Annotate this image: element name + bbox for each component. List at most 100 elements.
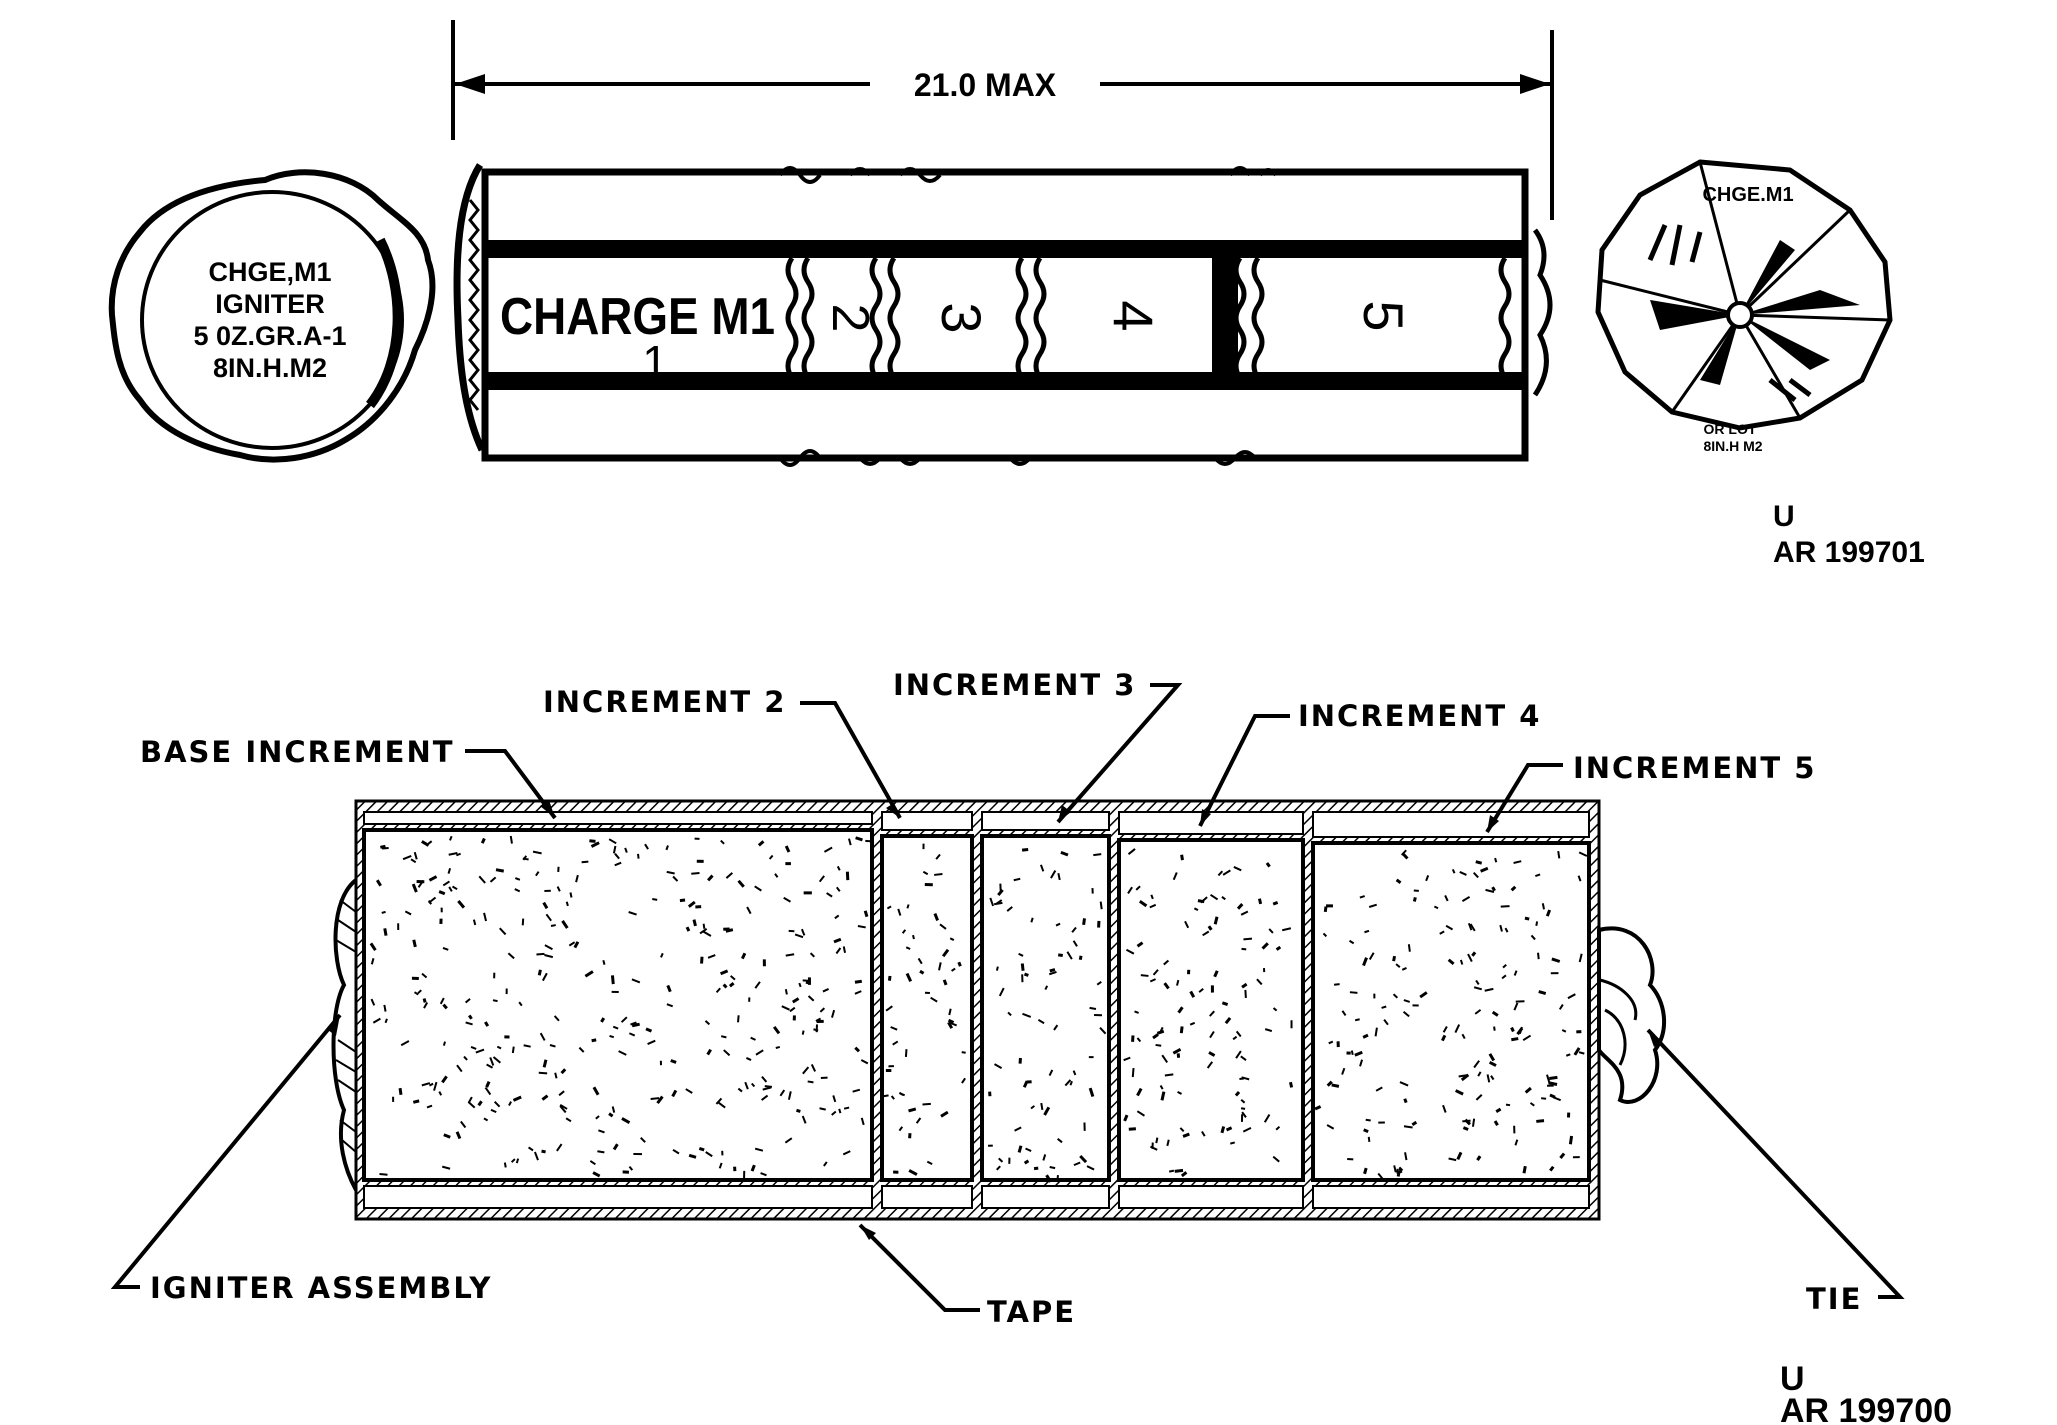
powder-grain <box>535 871 540 877</box>
powder-grain <box>898 1091 904 1096</box>
powder-grain <box>809 952 816 958</box>
powder-grain <box>441 1165 451 1170</box>
powder-grain <box>1442 1104 1447 1113</box>
powder-grain <box>755 1049 764 1056</box>
powder-grain <box>1459 871 1467 876</box>
powder-grain <box>490 1108 497 1114</box>
powder-grain <box>499 927 507 936</box>
powder-grain <box>380 844 386 849</box>
powder-grain <box>1393 1165 1397 1173</box>
powder-grain <box>1180 1171 1188 1178</box>
powder-grain <box>480 837 486 844</box>
powder-grain <box>1006 906 1013 912</box>
powder-grain <box>904 1049 908 1058</box>
powder-grain <box>404 910 412 916</box>
powder-grain <box>1232 1035 1238 1041</box>
increment-4-chamber <box>1117 838 1305 1182</box>
powder-grain <box>1066 951 1073 960</box>
powder-grains <box>369 835 1588 1183</box>
powder-grain <box>826 892 833 898</box>
powder-grain <box>1164 1073 1174 1077</box>
powder-grain <box>1326 1080 1333 1087</box>
powder-grain <box>1490 1075 1495 1081</box>
powder-grain <box>442 1003 448 1010</box>
powder-grain <box>823 1161 828 1167</box>
powder-grain <box>549 1044 556 1048</box>
powder-grain <box>1442 1025 1448 1033</box>
powder-grain <box>810 1064 817 1072</box>
powder-grain <box>1272 1007 1278 1012</box>
powder-grain <box>1549 1093 1556 1099</box>
powder-grain <box>1136 1037 1142 1043</box>
powder-grain <box>1043 1106 1051 1116</box>
powder-grain <box>400 1040 410 1047</box>
powder-grain <box>1127 848 1136 855</box>
powder-grain <box>1558 1004 1564 1010</box>
powder-grain <box>892 1040 899 1046</box>
powder-grain <box>542 901 549 910</box>
powder-grain <box>1419 991 1428 999</box>
powder-grain <box>575 874 579 883</box>
powder-grain <box>1182 1132 1190 1138</box>
powder-grain <box>1060 850 1069 857</box>
powder-grain <box>402 855 412 861</box>
powder-grain <box>854 990 862 995</box>
powder-grain <box>1375 1086 1383 1092</box>
powder-grain <box>737 1015 740 1023</box>
powder-grain <box>438 890 446 896</box>
powder-grain <box>833 937 842 944</box>
powder-grain <box>370 958 375 965</box>
powder-grain <box>644 843 649 850</box>
powder-grain <box>728 981 735 988</box>
powder-grain <box>600 1017 606 1023</box>
powder-grain <box>650 1097 660 1100</box>
powder-grain <box>1485 888 1495 893</box>
powder-grain <box>1072 940 1078 947</box>
powder-grain <box>764 1085 773 1088</box>
powder-grain <box>772 1025 781 1035</box>
powder-grain <box>1493 1120 1499 1127</box>
powder-grain <box>887 975 892 981</box>
powder-grain <box>631 978 641 984</box>
powder-grain <box>581 860 589 864</box>
powder-grain <box>1057 953 1063 958</box>
powder-grain <box>679 898 686 903</box>
powder-grain <box>511 1046 515 1054</box>
powder-grain <box>528 1146 534 1152</box>
powder-grain <box>1396 1170 1401 1177</box>
powder-grain <box>542 1059 548 1068</box>
powder-grain <box>553 1015 560 1022</box>
powder-grain <box>515 1158 520 1164</box>
powder-grain <box>1241 1076 1250 1081</box>
powder-grain <box>628 1032 636 1037</box>
powder-grain <box>1202 930 1210 937</box>
increment-number-5: 5 <box>1352 300 1415 331</box>
powder-grain <box>1399 1081 1409 1087</box>
powder-grain <box>779 1089 786 1097</box>
powder-grain <box>618 1050 627 1056</box>
powder-grain <box>1402 1010 1410 1018</box>
powder-grain <box>1221 896 1226 901</box>
powder-grain <box>1451 868 1456 874</box>
powder-grain <box>1404 1152 1408 1161</box>
powder-grain <box>1209 1030 1215 1039</box>
powder-grain <box>510 1158 516 1163</box>
powder-grain <box>831 1110 837 1116</box>
powder-grain <box>614 861 622 867</box>
powder-grain <box>541 972 548 982</box>
powder-grain <box>1504 927 1509 933</box>
base-increment-chamber <box>362 828 874 1182</box>
powder-grain <box>1261 942 1269 950</box>
powder-grain <box>1265 862 1271 868</box>
powder-grain <box>1184 920 1190 929</box>
powder-grain <box>442 880 450 887</box>
powder-grain <box>592 1086 600 1096</box>
powder-grain <box>463 1055 468 1061</box>
powder-grain <box>922 1102 931 1106</box>
powder-grain <box>1455 1089 1464 1096</box>
powder-grain <box>514 888 521 893</box>
powder-grain <box>1099 1027 1107 1035</box>
powder-grain <box>421 1082 431 1087</box>
powder-grain <box>1461 896 1471 902</box>
powder-grain <box>1491 1010 1499 1017</box>
